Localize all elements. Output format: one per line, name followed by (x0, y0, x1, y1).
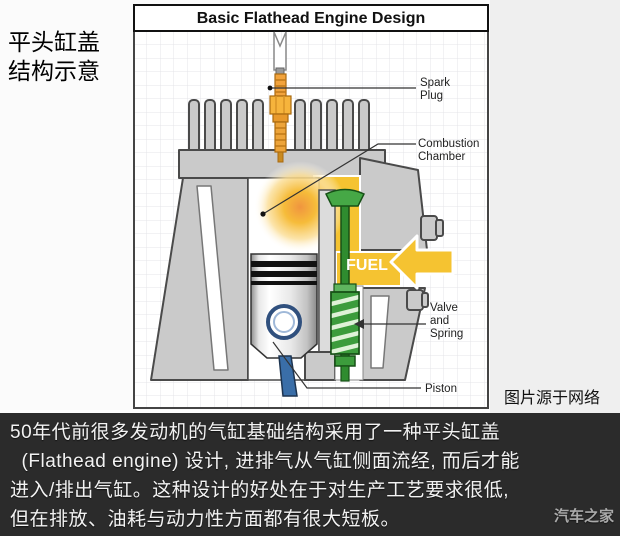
connecting-rod (278, 355, 298, 397)
page-title-line2: 结构示意 (8, 58, 100, 84)
diagram-title: Basic Flathead Engine Design (197, 10, 426, 27)
diagram-labels: Spark Plug Combustion Chamber Valve and … (418, 77, 479, 395)
page-title: 平头缸盖 结构示意 (8, 28, 100, 86)
caption-bar: 50年代前很多发动机的气缸基础结构采用了一种平头缸盖 (Flathead eng… (0, 413, 620, 536)
spark-plug-tip (277, 151, 284, 163)
page-title-line1: 平头缸盖 (8, 29, 100, 55)
spring-retainer (333, 283, 357, 293)
spark-plug-leader-dot (267, 85, 273, 91)
site-watermark: 汽车之家 (553, 508, 614, 525)
wrist-pin-inner (273, 311, 295, 333)
spark-plug-shoulder (272, 113, 289, 123)
piston-graphic (250, 253, 318, 397)
valve-head (324, 188, 366, 207)
cooling-fins (188, 99, 370, 157)
right-wall-slot (370, 295, 390, 369)
fuel-arrow-shape (389, 234, 455, 290)
valve-spring-leader-arrowhead (354, 319, 364, 329)
left-wall-slot (196, 185, 229, 371)
spark-plug-label-line1: Spark (420, 77, 450, 89)
combustion-chamber-leader (262, 143, 416, 215)
right-boss-upper (420, 215, 438, 241)
image-source-note: 图片源于网络 (504, 390, 601, 407)
valve-and-spring-graphic (324, 188, 366, 382)
fuel-arrow: FUEL (346, 234, 455, 290)
right-background-panel (490, 0, 620, 413)
piston-rings (251, 261, 317, 285)
valve-tappet-stem (340, 365, 350, 382)
right-boss-upper-cap (435, 219, 444, 237)
valve-label-line2: and (430, 315, 449, 327)
valve-tappet (334, 355, 356, 367)
piston-leader (272, 341, 421, 389)
spark-plug-hex (269, 95, 292, 115)
engine-diagram-svg: Basic Flathead Engine Design (133, 4, 489, 409)
spark-plug-terminal (275, 67, 285, 75)
piston-label: Piston (425, 383, 457, 395)
engine-block (150, 99, 444, 381)
combustion-label-line1: Combustion (418, 138, 479, 150)
spring-coils (330, 294, 360, 355)
spark-plug-label-line2: Plug (420, 90, 443, 102)
engine-diagram: Basic Flathead Engine Design (133, 4, 489, 409)
right-boss-lower-cap (421, 292, 429, 308)
fuel-label: FUEL (346, 257, 388, 274)
spark-plug-thread (274, 121, 287, 153)
valve-label-line1: Valve (430, 302, 458, 314)
caption-line-4: 但在排放、油耗与动力性方面都有很大短板。 (10, 509, 401, 530)
spark-plug-ceramic (273, 31, 287, 71)
caption-line-2: (Flathead engine) 设计, 进排气从气缸侧面流经, 而后才能 (10, 451, 520, 472)
caption-line-1: 50年代前很多发动机的气缸基础结构采用了一种平头缸盖 (10, 422, 501, 443)
valve-label-line3: Spring (430, 328, 463, 340)
spark-plug-graphic (269, 31, 292, 163)
right-boss-lower (406, 289, 424, 311)
caption-line-3: 进入/排出气缸。这种设计的好处在于对生产工艺要求很低, (10, 480, 510, 501)
diagram-title-bar: Basic Flathead Engine Design (133, 4, 489, 32)
leader-lines (262, 87, 426, 389)
combustion-chamber-leader-dot (260, 211, 266, 217)
combustion-label-line2: Chamber (418, 151, 465, 163)
